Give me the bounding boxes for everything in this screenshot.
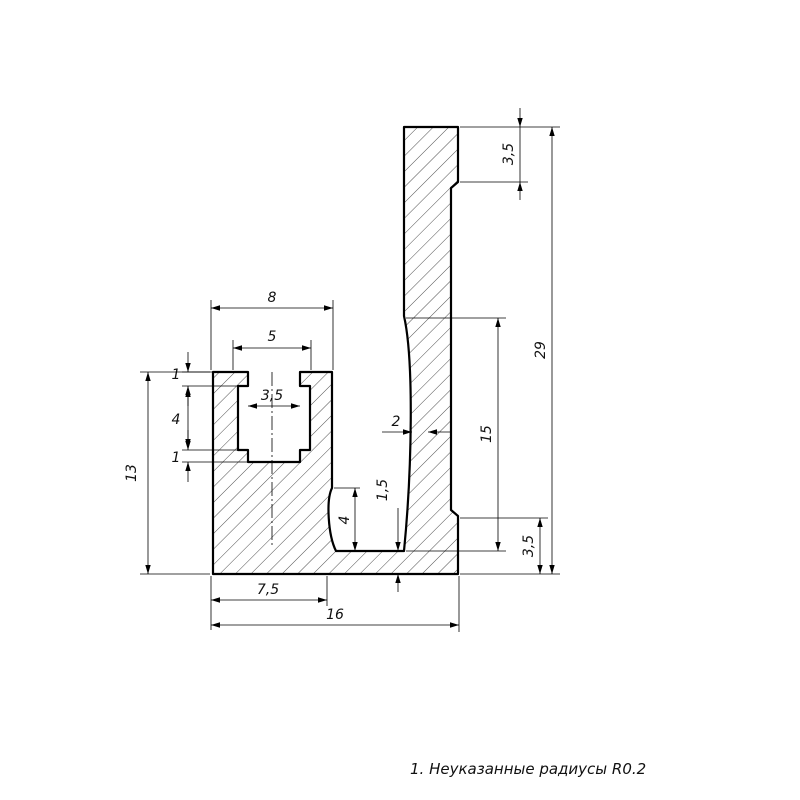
- note-radii: 1. Неуказанные радиусы R0.2: [410, 760, 646, 778]
- dimension-8: 8: [210, 290, 334, 370]
- dimension-3-5-top: 3,5: [460, 108, 560, 200]
- profile-section: [211, 125, 460, 576]
- dimension-29: 29: [533, 127, 555, 574]
- dimension-1-5: 1,5: [375, 479, 401, 592]
- dim-label-8: 8: [268, 290, 277, 306]
- dimension-left-stack: 1 4 1: [172, 352, 248, 482]
- dim-label-1-top: 1: [172, 367, 181, 383]
- dim-label-29: 29: [533, 341, 549, 359]
- dimension-5: 5: [232, 329, 312, 370]
- dimension-13: 13: [124, 371, 210, 575]
- dimension-3-5-slot: 3,5: [248, 388, 300, 409]
- dim-label-7-5: 7,5: [257, 582, 279, 598]
- dim-label-5: 5: [268, 329, 277, 345]
- dim-label-13: 13: [124, 464, 140, 482]
- dimension-15: 15: [406, 317, 506, 552]
- dimension-2: 2: [382, 414, 452, 435]
- dim-label-3-5-slot: 3,5: [261, 388, 283, 404]
- dim-label-2: 2: [392, 414, 401, 430]
- dimension-16: 16: [211, 576, 460, 632]
- dim-label-16: 16: [326, 607, 344, 623]
- dim-label-4-groove: 4: [337, 516, 353, 525]
- dim-label-3-5-top: 3,5: [501, 143, 517, 165]
- dim-label-4-slot: 4: [172, 412, 181, 428]
- dimension-7-5: 7,5: [210, 576, 328, 630]
- dim-label-1-bottom: 1: [172, 450, 181, 466]
- dim-label-1-5: 1,5: [375, 479, 391, 501]
- dimension-3-5-bottom: 3,5: [460, 517, 560, 575]
- dim-label-3-5-bottom: 3,5: [521, 535, 537, 557]
- dimension-4-groove: 4: [334, 487, 360, 551]
- dim-label-15: 15: [479, 425, 495, 443]
